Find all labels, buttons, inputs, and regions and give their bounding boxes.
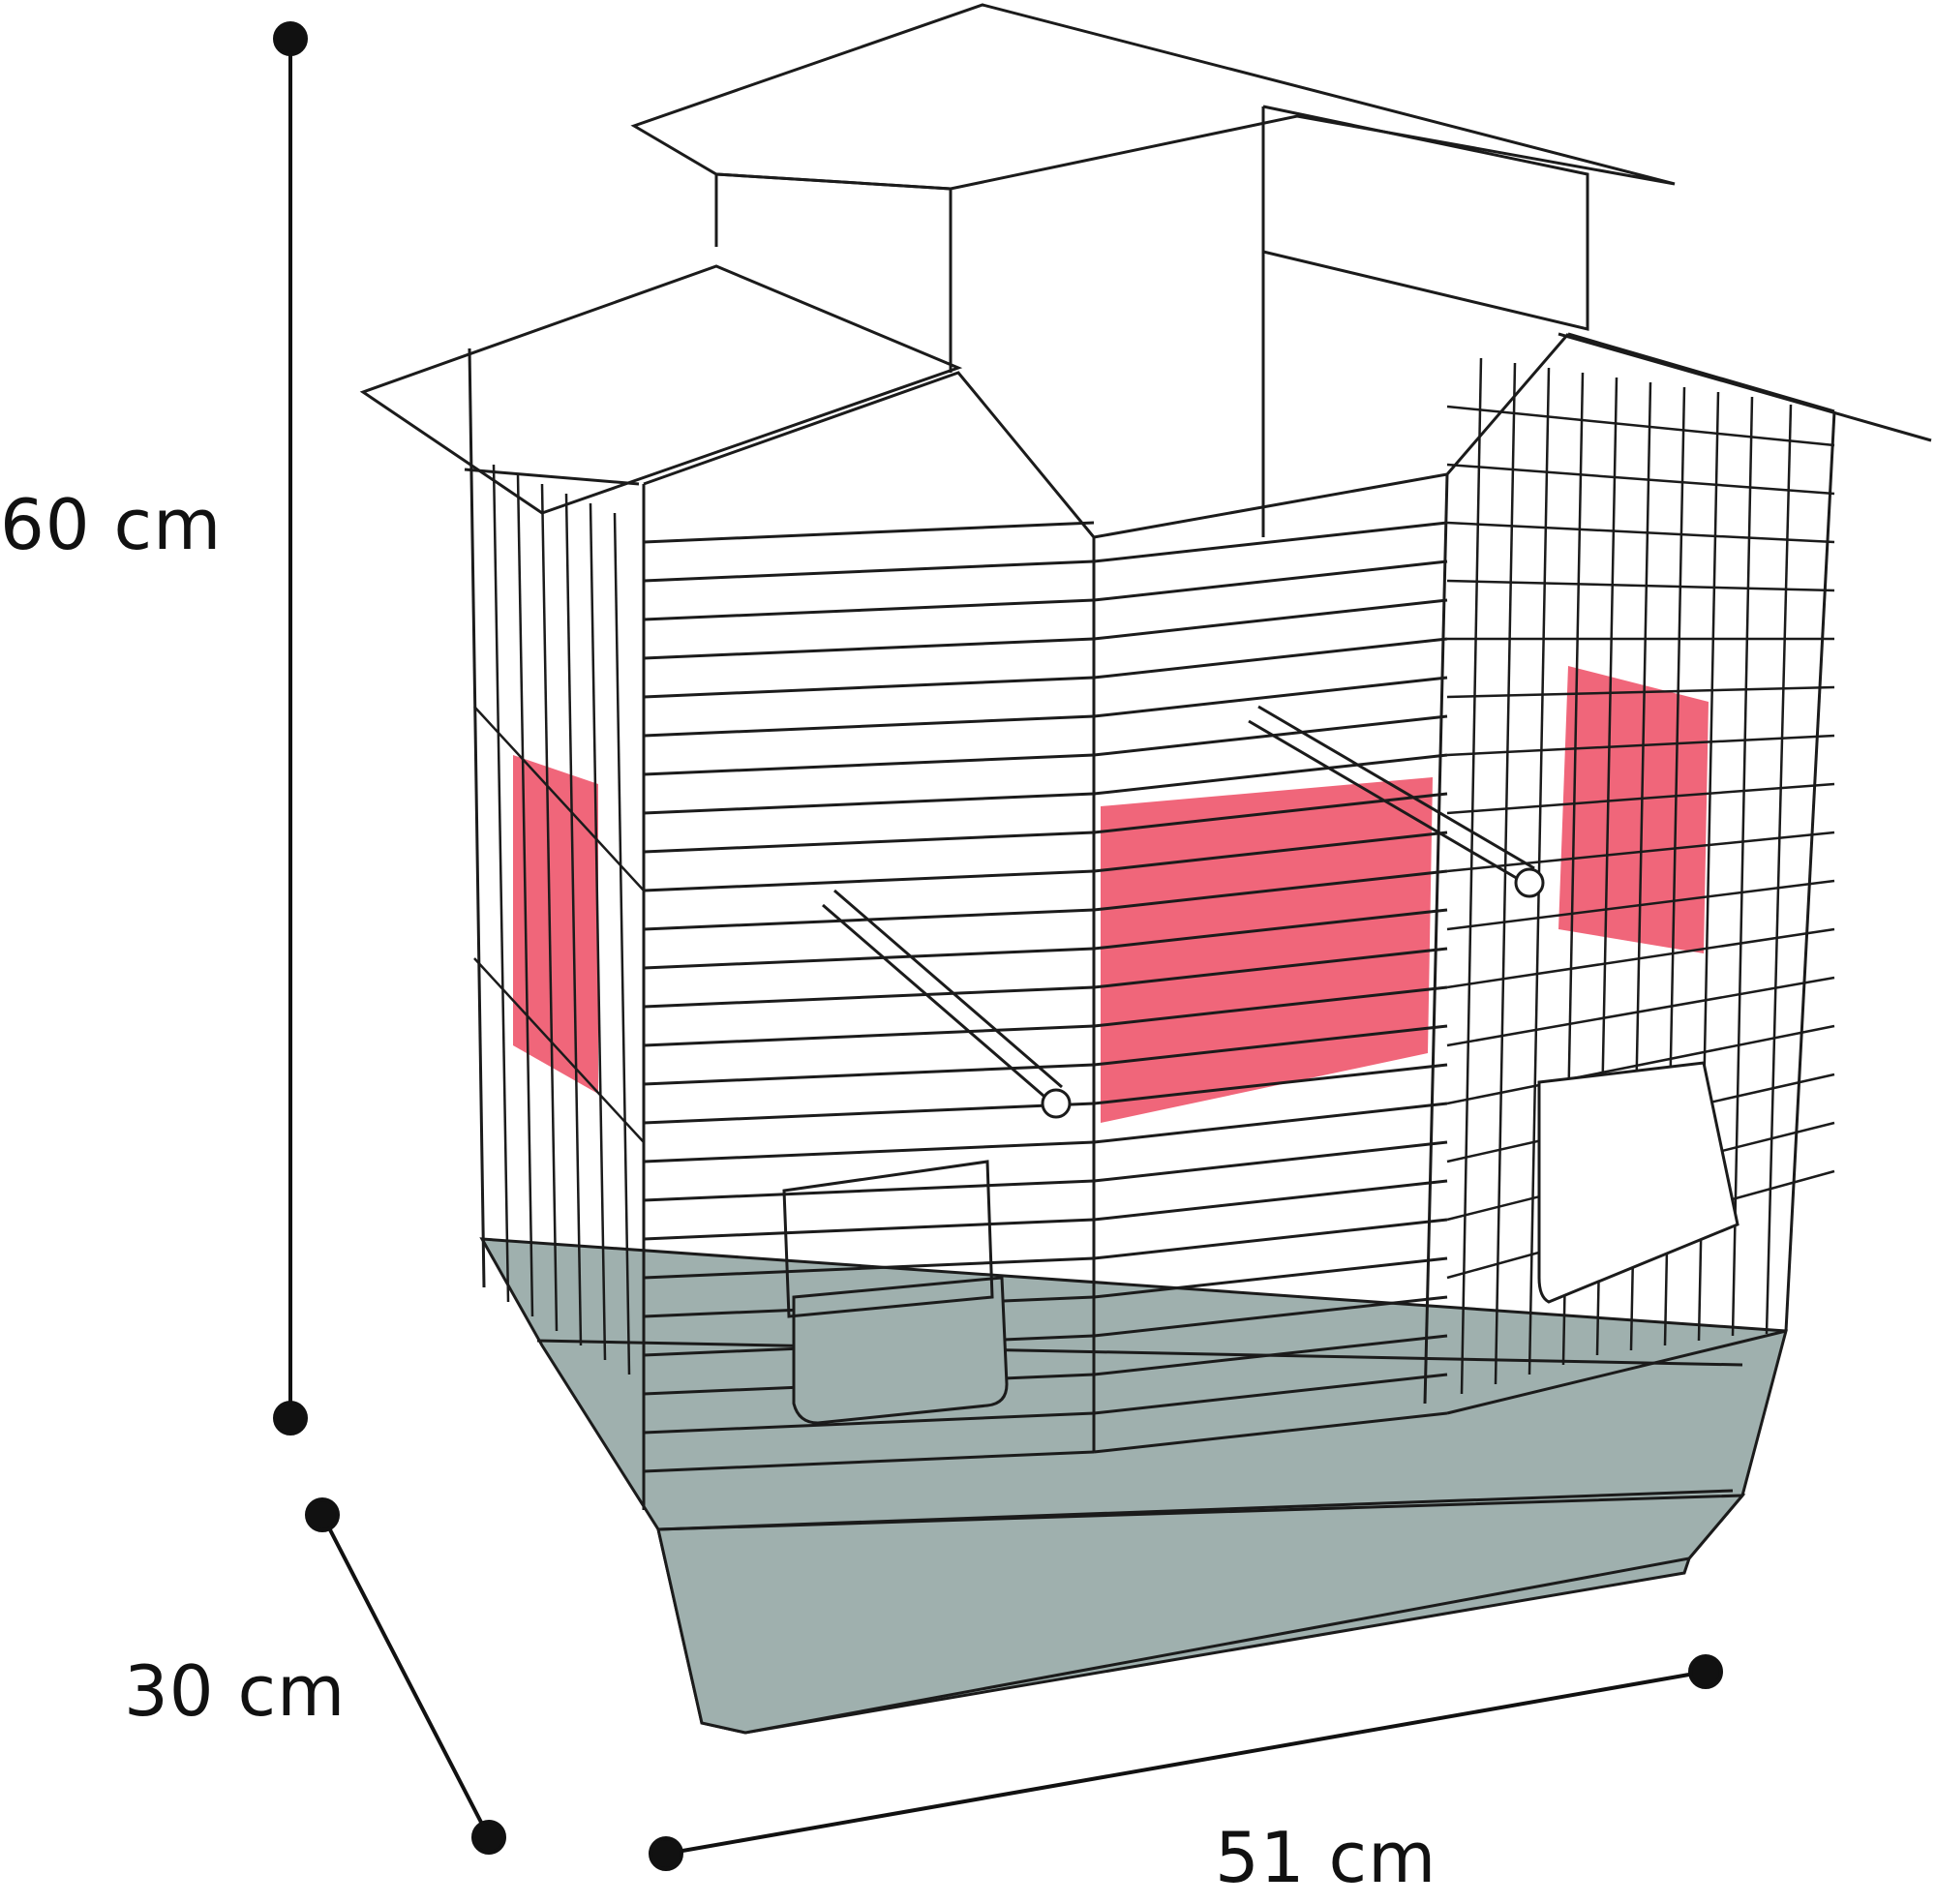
feeders [782, 1061, 1739, 1425]
left-side-bars [473, 464, 645, 1375]
depth-dimension-line [305, 1497, 506, 1855]
width-dimension-line [649, 1654, 1723, 1871]
depth-label: 30 cm [124, 1650, 347, 1732]
perches [822, 705, 1545, 1119]
height-dimension-line [273, 21, 308, 1436]
cage-tray [479, 1237, 1788, 1735]
front-horizontal-bars [643, 521, 1787, 1473]
width-label: 51 cm [1215, 1817, 1437, 1898]
height-label: 60 cm [0, 484, 223, 565]
